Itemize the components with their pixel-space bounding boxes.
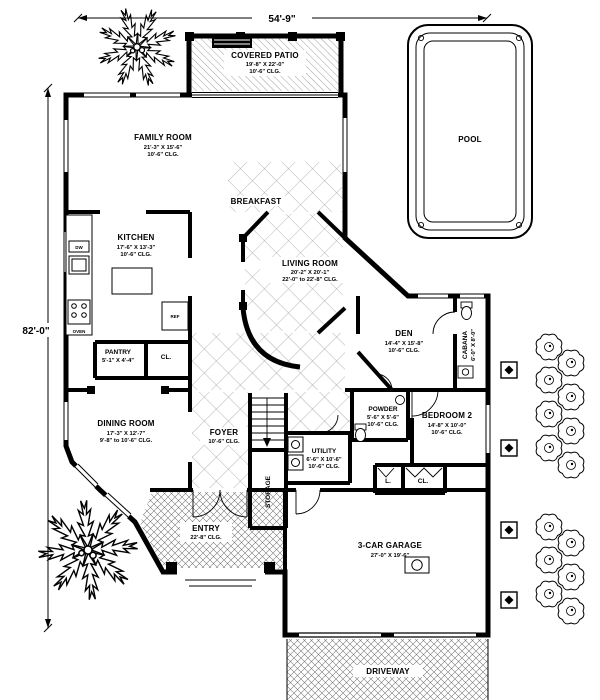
label-bg xyxy=(180,522,232,542)
garage-label: 3-CAR GARAGE xyxy=(358,541,423,550)
outdoor-grill xyxy=(212,36,252,48)
pool xyxy=(407,24,533,239)
covered-patio-label: COVERED PATIO xyxy=(231,51,299,60)
room-labels: COVERED PATIO 19'-8" X 22'-0" 10'-6" CLG… xyxy=(73,50,482,677)
cabana-label: CABANA 6'-0" X 8'-0" xyxy=(462,329,477,361)
pool-corner-ornament xyxy=(417,221,425,229)
svg-text:14'-4" X 15'-8": 14'-4" X 15'-8" xyxy=(385,341,424,347)
svg-text:21'-3" X 15'-6": 21'-3" X 15'-6" xyxy=(144,145,183,151)
svg-text:5'-6" X 5'-6": 5'-6" X 5'-6" xyxy=(367,415,399,421)
staircase xyxy=(250,397,284,447)
stair-direction-arrow xyxy=(263,438,271,447)
svg-text:27'-0" X 19'-6": 27'-0" X 19'-6" xyxy=(371,553,410,559)
refrigerator xyxy=(161,301,189,331)
svg-text:10'-6" CLG.: 10'-6" CLG. xyxy=(431,430,463,436)
powder-label: POWDER xyxy=(368,406,398,413)
label-bg xyxy=(200,427,248,445)
svg-text:10'-6" CLG.: 10'-6" CLG. xyxy=(147,152,179,158)
svg-text:CABANA: CABANA xyxy=(462,331,469,359)
svg-text:10'-6" CLG.: 10'-6" CLG. xyxy=(120,252,152,258)
breakfast-label: BREAKFAST xyxy=(231,197,282,206)
storage-label: STORAGE xyxy=(265,475,272,508)
family-room-label: FAMILY ROOM xyxy=(134,133,192,142)
label-bg xyxy=(226,196,286,206)
wall-columns xyxy=(87,234,247,394)
label-bg xyxy=(224,50,306,76)
svg-text:22'-8" CLG.: 22'-8" CLG. xyxy=(190,535,222,541)
water-heater xyxy=(404,556,430,574)
dim-label-bg xyxy=(252,11,312,25)
entry-column xyxy=(264,562,275,573)
svg-text:10'-6" CLG.: 10'-6" CLG. xyxy=(208,439,240,445)
label-bg xyxy=(260,257,362,283)
svg-text:STORAGE: STORAGE xyxy=(265,475,272,508)
patio-column xyxy=(185,32,194,41)
svg-text:17'-6" X 13'-3": 17'-6" X 13'-3" xyxy=(117,245,156,251)
pantry-label: PANTRY xyxy=(105,349,132,356)
planter-row-right xyxy=(500,361,518,609)
pool-corner-ornament xyxy=(515,221,523,229)
bedroom-2-label: BEDROOM 2 xyxy=(422,411,473,420)
kitchen-fixtures xyxy=(65,214,189,336)
garage-doors xyxy=(299,631,476,639)
bifold-door xyxy=(405,467,443,478)
patio-slider-doors xyxy=(192,91,338,99)
shrub-row-right xyxy=(535,333,585,625)
laundry-machines xyxy=(287,436,304,471)
svg-text:10'-6" CLG.: 10'-6" CLG. xyxy=(308,464,340,470)
hall-closet-label: CL. xyxy=(161,354,172,361)
svg-text:10'-6" CLG.: 10'-6" CLG. xyxy=(249,69,281,75)
door-swings xyxy=(192,311,456,518)
svg-text:20'-2" X 20'-1": 20'-2" X 20'-1" xyxy=(291,270,330,276)
utility-label: UTILITY xyxy=(312,448,337,455)
bedroom-closet-label: CL. xyxy=(418,478,429,485)
svg-text:17'-3" X 12'-7": 17'-3" X 12'-7" xyxy=(107,431,146,437)
cabana-fixtures xyxy=(457,301,474,379)
svg-text:6'-6" X 10'-6": 6'-6" X 10'-6" xyxy=(306,457,342,463)
dining-room-label: DINING ROOM xyxy=(97,419,154,428)
svg-text:6'-0" X 8'-0": 6'-0" X 8'-0" xyxy=(471,329,477,361)
svg-text:14'-8" X 10'-0": 14'-8" X 10'-0" xyxy=(428,423,467,429)
dining-bay-window xyxy=(103,492,132,519)
patio-column xyxy=(288,32,297,41)
overall-width-dimension: 54'-9" xyxy=(268,14,295,25)
dim-label-bg xyxy=(15,323,57,337)
linen-closet-label: L. xyxy=(385,478,391,485)
pool-label: POOL xyxy=(458,135,481,144)
refrigerator-label: REF xyxy=(171,314,180,319)
kitchen-island xyxy=(111,267,153,295)
label-bg xyxy=(353,665,423,677)
dishwasher xyxy=(68,240,90,253)
svg-text:19'-8" X 22'-0": 19'-8" X 22'-0" xyxy=(246,62,285,68)
dimension-arrows xyxy=(45,15,487,628)
kitchen-label: KITCHEN xyxy=(118,233,155,242)
range-oven xyxy=(67,299,91,325)
overall-depth-dimension: 82'-0" xyxy=(22,326,49,337)
patio-column xyxy=(336,32,345,41)
svg-text:10'-6" CLG.: 10'-6" CLG. xyxy=(388,348,420,354)
entry-column xyxy=(166,562,177,573)
entry-steps xyxy=(185,579,256,587)
pool-corner-ornament xyxy=(417,34,425,42)
pool-corner-ornament xyxy=(515,34,523,42)
svg-text:22'-0" to 22'-8" CLG.: 22'-0" to 22'-8" CLG. xyxy=(282,277,338,283)
oven-label: OVEN xyxy=(73,329,86,334)
driveway-label: DRIVEWAY xyxy=(366,667,410,676)
svg-text:10'-6" CLG.: 10'-6" CLG. xyxy=(367,422,399,428)
dishwasher-label: DW xyxy=(75,245,83,250)
entry-label: ENTRY xyxy=(192,524,220,533)
dining-bay-window xyxy=(73,463,99,489)
den-label: DEN xyxy=(395,329,413,338)
svg-text:9'-8" to 10'-6" CLG.: 9'-8" to 10'-6" CLG. xyxy=(100,438,153,444)
kitchen-sink xyxy=(68,255,90,275)
svg-text:5'-1" X 4'-4": 5'-1" X 4'-4" xyxy=(102,358,134,364)
entry-porch-opening xyxy=(166,562,275,587)
living-room-label: LIVING ROOM xyxy=(282,259,338,268)
palm-tree-top-left xyxy=(97,7,176,86)
interior-walls xyxy=(66,210,488,572)
bifold-door xyxy=(377,467,395,478)
powder-fixtures xyxy=(354,395,405,442)
foyer-label: FOYER xyxy=(210,428,239,437)
